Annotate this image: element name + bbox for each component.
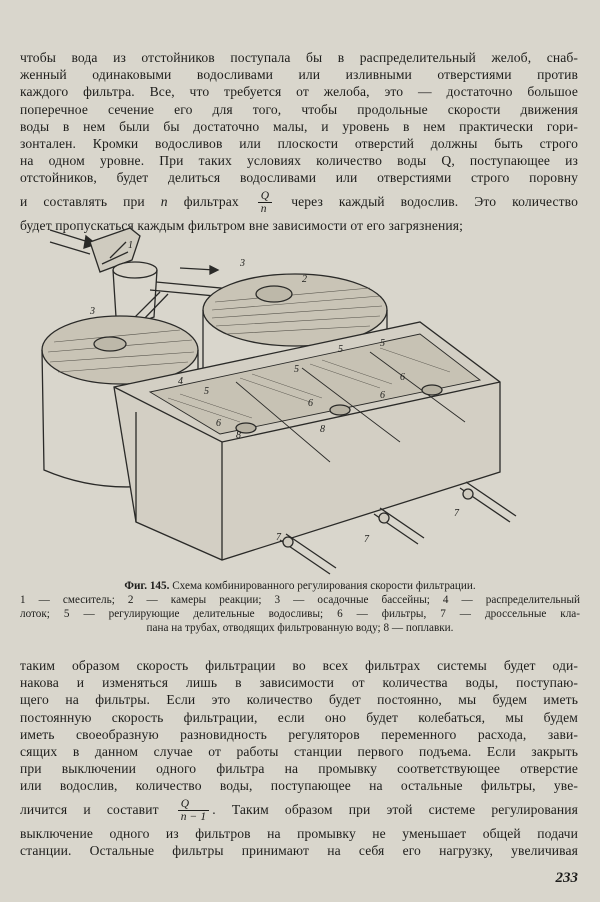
legend-line: пана на трубах, отводящих фильтрованную …	[146, 622, 454, 634]
text-line: каждого фильтра. Все, что требуется от ж…	[20, 84, 578, 100]
text-line: накова и изменяться лишь в зависимости о…	[20, 675, 578, 691]
label-3a: 3	[239, 258, 245, 269]
legend-line: лоток; 5 — регулирующие делительные водо…	[20, 608, 580, 620]
label-6a: 6	[216, 418, 221, 429]
label-4: 4	[178, 376, 183, 387]
label-6b: 6	[308, 398, 313, 409]
legend-line: 1 — смеситель; 2 — камеры реакции; 3 — о…	[20, 594, 580, 606]
text-line: чтобы вода из отстойников поступала бы в…	[20, 50, 578, 65]
text-line: сящих в данном случае от работы станции …	[20, 744, 578, 760]
text-line: таким образом скорость фильтрации во все…	[20, 658, 578, 673]
text-line: выключение одного из фильтров на промывк…	[20, 825, 578, 841]
text-line: поперечное сечение его для того, чтобы п…	[20, 101, 578, 117]
page-number: 233	[555, 870, 579, 886]
label-6d: 6	[380, 390, 385, 401]
variable-n: n	[160, 193, 168, 209]
label-6c: 6	[400, 372, 405, 383]
label-1: 1	[128, 240, 133, 251]
figure-title: Схема комбинированного регулирования ско…	[172, 580, 476, 592]
text-line: при выключении одного фильтра на промывк…	[20, 761, 578, 777]
figure-number: Фиг. 145.	[124, 580, 170, 592]
text-line: иметь своеобразную разновидность регулят…	[20, 726, 578, 742]
label-5a: 5	[204, 386, 209, 397]
filter-scheme-figure: 1 2 3 3 4 5 5 5 5 6 6 6 6 7 7 7 8 8	[41, 227, 517, 575]
label-5d: 5	[380, 338, 385, 349]
text-line: на одном уровне. При таких условиях коли…	[20, 153, 578, 169]
label-2: 2	[302, 274, 307, 285]
label-3b: 3	[89, 306, 95, 317]
text-line: отстойников, будет делиться водосливами …	[20, 170, 578, 186]
label-7a: 7	[276, 532, 282, 543]
text-line: постоянную скорость фильтрации, если оно…	[20, 709, 578, 725]
text-line: щего на фильтры. Если это количество буд…	[20, 692, 578, 708]
label-7c: 7	[454, 508, 460, 519]
label-8b: 8	[320, 424, 325, 435]
paragraph-top: чтобы вода из отстойников поступала бы в…	[20, 49, 578, 234]
label-5b: 5	[294, 364, 299, 375]
figure-caption: Фиг. 145. Схема комбинированного регулир…	[20, 579, 580, 635]
text-line: станции. Остальные фильтры принимают на …	[20, 842, 578, 858]
text-line: зонтален. Кромки водосливов или плоскост…	[20, 136, 578, 152]
text-line: или водослив, количество воды, поступающ…	[20, 778, 578, 794]
label-8a: 8	[236, 430, 241, 441]
paragraph-bottom: таким образом скорость фильтрации во все…	[20, 657, 578, 859]
label-5c: 5	[338, 344, 343, 355]
text-line: воды в нем были бы достаточно малы, и ур…	[20, 118, 578, 134]
label-7b: 7	[364, 534, 370, 545]
text-line: женный одинаковыми водосливами или излив…	[20, 67, 578, 83]
